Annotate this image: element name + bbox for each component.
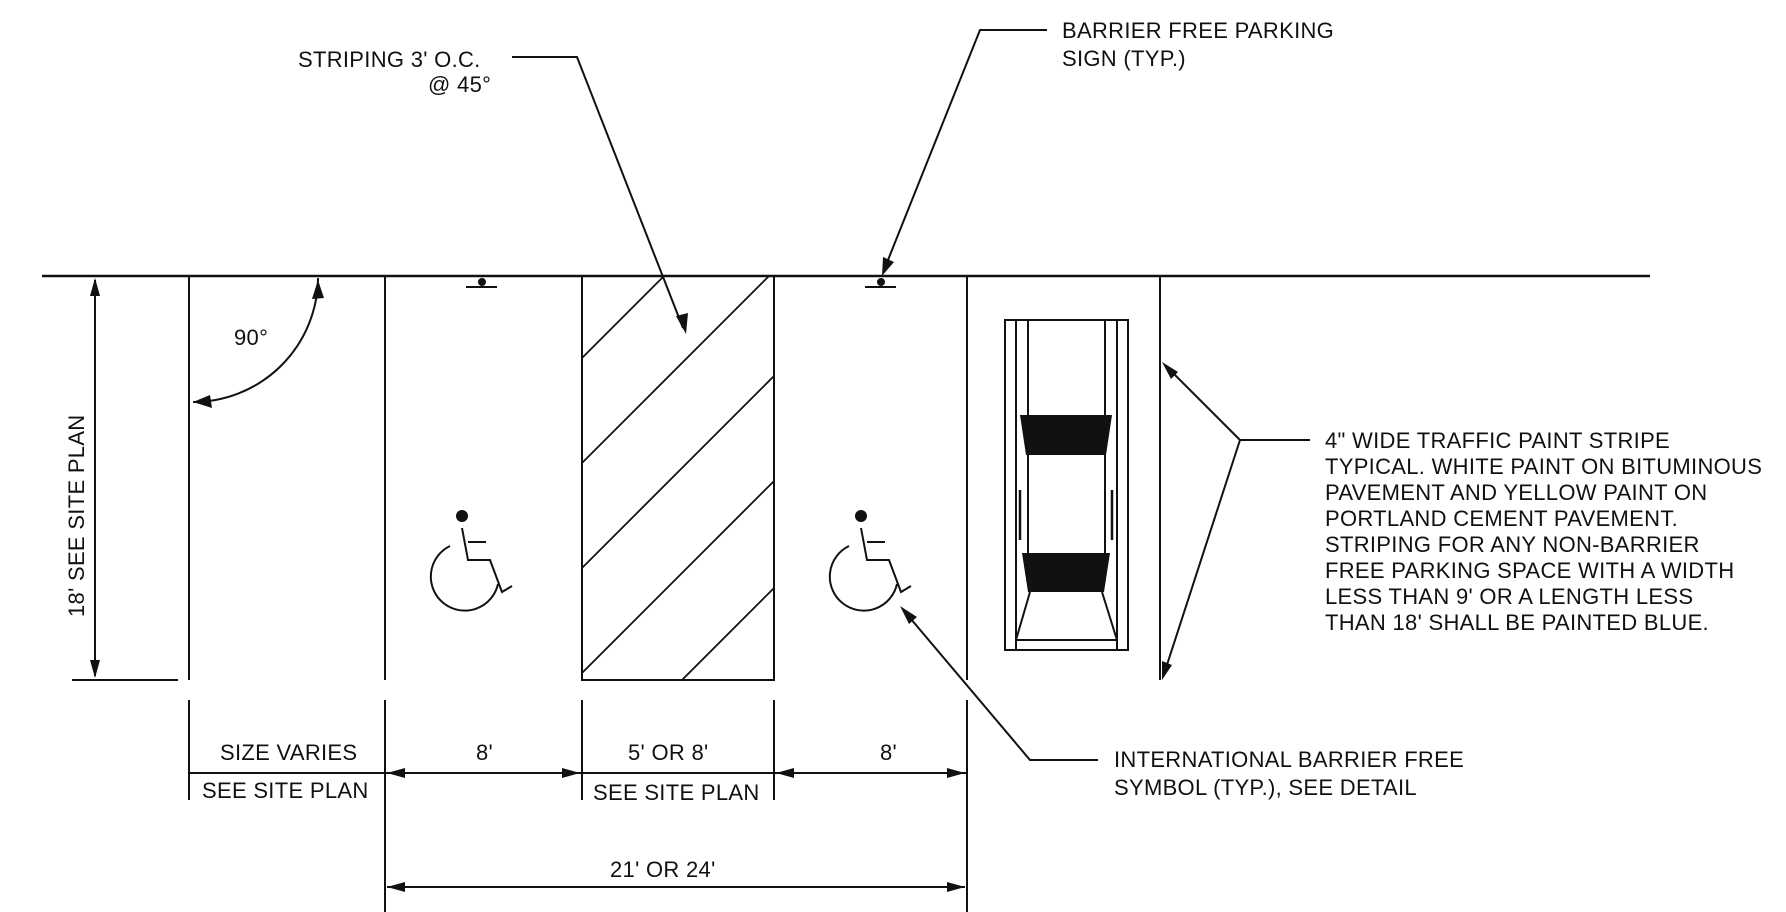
symbol-callout-line1: INTERNATIONAL BARRIER FREE bbox=[1114, 747, 1464, 772]
access-aisle bbox=[581, 275, 775, 681]
sign-post-right bbox=[865, 278, 896, 288]
paint-note-line: THAN 18' SHALL BE PAINTED BLUE. bbox=[1325, 610, 1709, 635]
paint-note-line: PORTLAND CEMENT PAVEMENT. bbox=[1325, 506, 1678, 531]
wheelchair-symbol-right bbox=[828, 510, 912, 612]
space-width-label-1: 8' bbox=[476, 740, 493, 765]
paint-note-line: STRIPING FOR ANY NON-BARRIER bbox=[1325, 532, 1700, 557]
paint-note-leaders bbox=[1162, 362, 1310, 680]
paint-note-line: PAVEMENT AND YELLOW PAINT ON bbox=[1325, 480, 1708, 505]
angle-label: 90° bbox=[234, 325, 268, 350]
depth-label: 18' SEE SITE PLAN bbox=[64, 415, 89, 618]
symbol-leader bbox=[900, 606, 1098, 761]
sign-callout-line2: SIGN (TYP.) bbox=[1062, 46, 1186, 71]
paint-note: 4" WIDE TRAFFIC PAINT STRIPE TYPICAL. WH… bbox=[1325, 428, 1762, 635]
paint-note-line: TYPICAL. WHITE PAINT ON BITUMINOUS bbox=[1325, 454, 1762, 479]
striping-callout-line1: STRIPING 3' O.C. bbox=[298, 47, 481, 72]
car-icon bbox=[1004, 319, 1129, 651]
striping-leader bbox=[512, 56, 688, 334]
overall-width-label: 21' OR 24' bbox=[610, 857, 716, 882]
symbol-callout-line2: SYMBOL (TYP.), SEE DETAIL bbox=[1114, 775, 1417, 800]
depth-dimension bbox=[72, 278, 178, 681]
space-width-label-2: 8' bbox=[880, 740, 897, 765]
see-site-plan-label-2: SEE SITE PLAN bbox=[593, 780, 760, 805]
striping-callout-line2: @ 45° bbox=[428, 72, 491, 97]
space-dimension-line bbox=[189, 768, 967, 778]
angle-arc bbox=[192, 277, 324, 408]
overall-dimension-line bbox=[387, 882, 965, 892]
paint-note-line: LESS THAN 9' OR A LENGTH LESS bbox=[1325, 584, 1693, 609]
paint-note-line: FREE PARKING SPACE WITH A WIDTH bbox=[1325, 558, 1734, 583]
sign-leader bbox=[882, 29, 1047, 276]
sign-post-left bbox=[466, 278, 497, 288]
aisle-width-label: 5' OR 8' bbox=[628, 740, 709, 765]
sign-callout-line1: BARRIER FREE PARKING bbox=[1062, 18, 1334, 43]
see-site-plan-label-1: SEE SITE PLAN bbox=[202, 778, 369, 803]
aisle-hatching bbox=[581, 275, 775, 681]
wheelchair-symbol-left bbox=[429, 510, 513, 612]
size-varies-label: SIZE VARIES bbox=[220, 740, 357, 765]
paint-note-line: 4" WIDE TRAFFIC PAINT STRIPE bbox=[1325, 428, 1670, 453]
dimension-extension-lines bbox=[188, 700, 968, 912]
